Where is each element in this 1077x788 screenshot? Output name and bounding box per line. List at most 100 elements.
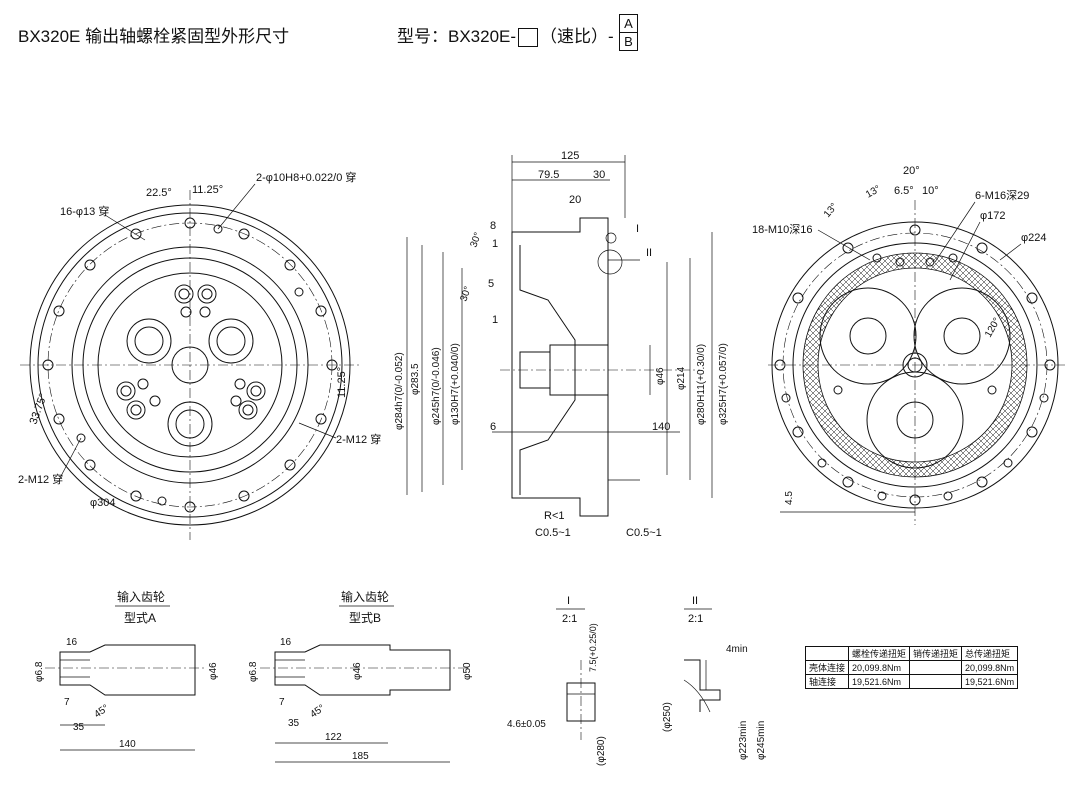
dia-245: φ245h7(0/-0.046) xyxy=(431,347,442,425)
detail-1-dim-4-6: 4.6±0.05 xyxy=(507,719,546,730)
angle-33-75: 33.75° xyxy=(28,392,50,426)
table-cell: 20,099.8Nm xyxy=(848,660,911,675)
gear-b-dim-7: 7 xyxy=(279,697,285,708)
option-a: A xyxy=(624,16,633,31)
dim-20: 20 xyxy=(569,194,581,206)
page-title: BX320E 输出轴螺栓紧固型外形尺寸 xyxy=(18,27,290,46)
angle-13-b: 13° xyxy=(864,184,883,201)
ratio-box xyxy=(518,28,539,48)
dim-140: 140 xyxy=(652,421,670,433)
option-box: A B xyxy=(619,14,638,51)
model-suffix: （速比）- xyxy=(540,27,614,46)
m12-left-label: 2-M12 穿 xyxy=(18,472,63,486)
holes-16-label: 16-φ13 穿 xyxy=(60,204,109,218)
angle-22-5: 22.5° xyxy=(146,187,172,199)
table-cell: 19,521.6Nm xyxy=(848,674,911,689)
table-cell xyxy=(909,660,963,675)
dim-79-5: 79.5 xyxy=(538,169,559,181)
detail-2-dia-250: (φ250) xyxy=(662,702,673,732)
gear-a-heading: 输入齿轮 xyxy=(117,589,165,604)
dia-325: φ325H7(+0.057/0) xyxy=(718,343,729,425)
table-cell: 19,521.6Nm xyxy=(961,674,1019,689)
detail-1-label: I xyxy=(567,595,570,607)
dia-172: φ172 xyxy=(980,210,1006,222)
dia-224: φ224 xyxy=(1021,232,1047,244)
gear-b-type: 型式B xyxy=(349,611,381,625)
gear-b-dim-35: 35 xyxy=(288,718,300,729)
detail-2-scale: 2:1 xyxy=(688,613,703,625)
dim-30: 30 xyxy=(593,169,605,181)
table-header-cell: 总传递扭矩 xyxy=(961,646,1019,661)
gear-b-dia-6-8: φ6.8 xyxy=(248,661,259,682)
dim-4-5: 4.5 xyxy=(784,491,795,505)
table-header-cell: 销传递扭矩 xyxy=(909,646,963,661)
angle-10: 10° xyxy=(922,185,939,197)
table-cell xyxy=(909,674,963,689)
dim-125: 125 xyxy=(561,150,579,162)
detail-2-dim-4min: 4min xyxy=(726,644,748,655)
right-view: 20° 13° 13° 6.5° 10° 6-M16深29 18-M10深16 … xyxy=(752,165,1065,525)
dia-214: φ214 xyxy=(676,366,687,390)
detail-II: II 2:1 4min (φ250) φ223min φ245min xyxy=(662,595,767,760)
input-gear-type-b: 输入齿轮 型式B 16 φ6.8 7 35 45° φ46 φ50 122 18… xyxy=(248,589,473,763)
angle-13-a: 13° xyxy=(822,201,840,220)
dim-1-a: 1 xyxy=(492,238,498,250)
gear-b-dia-46: φ46 xyxy=(352,662,363,680)
chamfer-b: C0.5~1 xyxy=(626,527,662,539)
gear-b-dia-50: φ50 xyxy=(462,662,473,680)
mark-II: II xyxy=(646,247,652,259)
gear-b-dim-122: 122 xyxy=(325,732,342,743)
angle-20: 20° xyxy=(903,165,920,177)
dia-280: φ280H11(+0.30/0) xyxy=(696,344,707,425)
detail-2-dia-223: φ223min xyxy=(738,721,749,760)
detail-1-scale: 2:1 xyxy=(562,613,577,625)
angle-30-b: 30° xyxy=(458,285,474,303)
chamfer-a: C0.5~1 xyxy=(535,527,571,539)
torque-table: 螺栓传递扭矩 销传递扭矩 总传递扭矩 壳体连接 20,099.8Nm 20,09… xyxy=(804,646,1019,689)
gear-a-angle-45: 45° xyxy=(92,703,111,721)
dim-6: 6 xyxy=(490,421,496,433)
gear-a-type: 型式A xyxy=(124,611,156,625)
dia-284: φ284h7(0/-0.052) xyxy=(394,352,405,430)
detail-I: I 2:1 7.5(+0.25/0) 4.6±0.05 (φ280) xyxy=(507,595,607,766)
gear-b-dim-16: 16 xyxy=(280,637,292,648)
dia-130: φ130H7(+0.040/0) xyxy=(450,343,461,425)
dia-304: φ304 xyxy=(90,497,116,509)
model-prefix: 型号：BX320E- xyxy=(397,27,517,46)
gear-b-angle-45: 45° xyxy=(308,703,327,721)
left-view: 22.5° 11.25° 16-φ13 穿 2-φ10H8+0.022/0 穿 … xyxy=(18,170,381,540)
dim-1-b: 1 xyxy=(492,314,498,326)
dia-283-5: φ283.5 xyxy=(410,363,421,395)
gear-a-dim-16: 16 xyxy=(66,637,78,648)
m12-right-label: 2-M12 穿 xyxy=(336,432,381,446)
table-cell: 20,099.8Nm xyxy=(961,660,1019,675)
gear-a-dia-46: φ46 xyxy=(208,662,219,680)
angle-120: 120° xyxy=(983,316,1003,339)
table-cell: 壳体连接 xyxy=(804,660,850,675)
detail-1-dim-7-5: 7.5(+0.25/0) xyxy=(588,623,598,672)
m16-label: 6-M16深29 xyxy=(975,189,1029,202)
pin-holes-label: 2-φ10H8+0.022/0 穿 xyxy=(256,170,356,184)
dim-5: 5 xyxy=(488,278,494,290)
option-b: B xyxy=(620,32,637,50)
radius-r1: R<1 xyxy=(544,510,565,522)
detail-2-dia-245: φ245min xyxy=(756,721,767,760)
gear-b-dim-185: 185 xyxy=(352,751,369,762)
model-designation: 型号：BX320E- （速比）- xyxy=(397,22,614,48)
m10-label: 18-M10深16 xyxy=(752,223,813,236)
detail-1-dia-280: (φ280) xyxy=(596,736,607,766)
detail-2-label: II xyxy=(692,595,698,607)
gear-a-dia-6-8: φ6.8 xyxy=(34,661,45,682)
gear-a-dim-35: 35 xyxy=(73,722,85,733)
gear-a-dim-7: 7 xyxy=(64,697,70,708)
table-row: 轴连接 19,521.6Nm 19,521.6Nm xyxy=(804,674,1019,689)
mark-I: I xyxy=(636,223,639,235)
table-header-cell xyxy=(804,646,850,661)
angle-11-25-b: 11.25° xyxy=(336,367,348,398)
table-header-row: 螺栓传递扭矩 销传递扭矩 总传递扭矩 xyxy=(804,646,1019,661)
table-row: 壳体连接 20,099.8Nm 20,099.8Nm xyxy=(804,660,1019,675)
table-cell: 轴连接 xyxy=(804,674,850,689)
gear-a-dim-140: 140 xyxy=(119,739,136,750)
angle-6-5: 6.5° xyxy=(894,185,914,197)
